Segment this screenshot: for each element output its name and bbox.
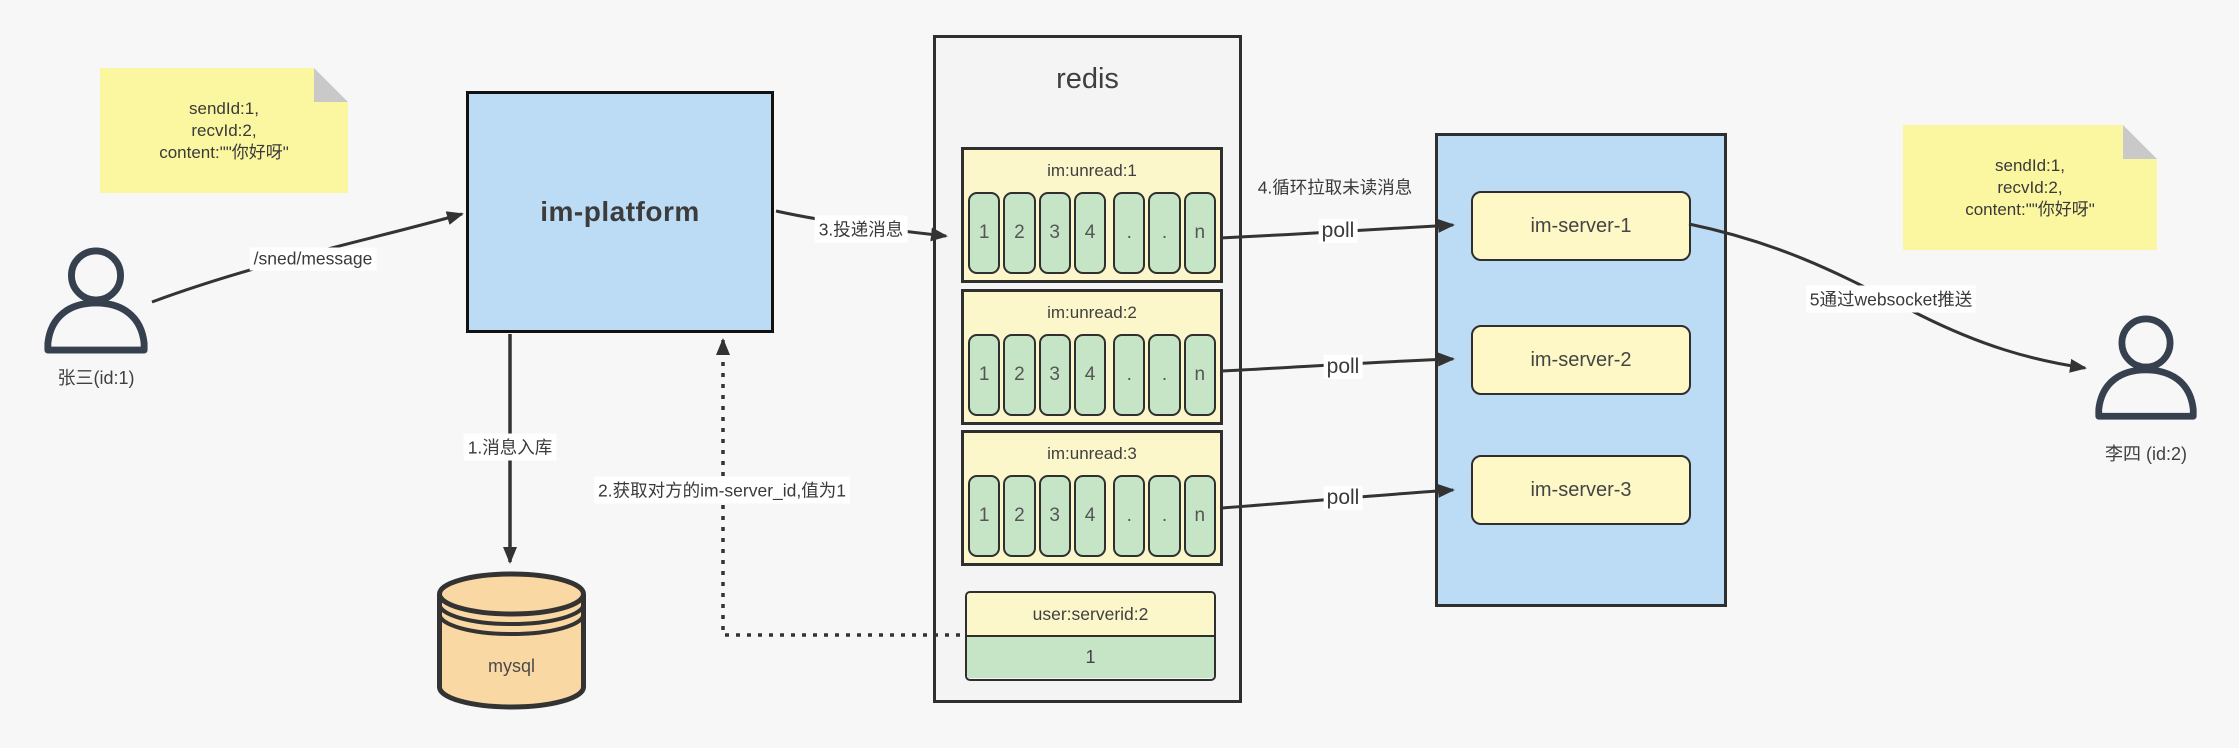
note-line: recvId:2, [1997, 177, 2063, 197]
redis-container: redis im:unread:1 1 2 3 4 . . n im:unrea… [933, 35, 1242, 703]
note-line: content:""你好呀" [1965, 199, 2095, 219]
receiver-label: 李四 (id:2) [2104, 444, 2187, 464]
note-line: sendId:1, [1995, 155, 2065, 175]
edge-label-step5: 5通过websocket推送 [1805, 285, 1977, 313]
queue-cell: n [1183, 192, 1216, 274]
redis-queue-unread-1: im:unread:1 1 2 3 4 . . n [961, 147, 1223, 283]
im-server-3-box: im-server-3 [1471, 455, 1691, 525]
queue-cell: . [1113, 475, 1146, 557]
edge-label-step4: 4.循环拉取未读消息 [1257, 177, 1413, 198]
note-line: recvId:2, [191, 120, 257, 140]
queue-cell: . [1113, 334, 1146, 416]
note-fold-corner [314, 68, 348, 102]
im-platform-label: im-platform [540, 196, 700, 227]
queue-cells: 1 2 3 4 . . n [964, 334, 1220, 416]
queue-cell: . [1148, 192, 1181, 274]
edge-label-step3: 3.投递消息 [814, 215, 908, 243]
queue-cell: 1 [968, 475, 1001, 557]
queue-cell: 4 [1073, 475, 1107, 557]
user-serverid-box: user:serverid:2 1 [965, 591, 1216, 681]
queue-cell: . [1148, 475, 1181, 557]
queue-cell: 2 [1003, 192, 1036, 274]
edge-label-step2: 2.获取对方的im-server_id,值为1 [594, 476, 850, 504]
redis-queue-unread-3: im:unread:3 1 2 3 4 . . n [961, 430, 1223, 566]
queue-cells: 1 2 3 4 . . n [964, 475, 1220, 557]
queue-header: im:unread:3 [1047, 444, 1137, 463]
queue-header: im:unread:2 [1047, 303, 1137, 322]
im-server-group-container: im-server-1 im-server-2 im-server-3 [1435, 133, 1727, 607]
im-platform-box: im-platform [466, 91, 774, 333]
queue-cell: 4 [1073, 334, 1107, 416]
redis-queue-unread-2: im:unread:2 1 2 3 4 . . n [961, 289, 1223, 425]
note-line: content:""你好呀" [159, 142, 289, 162]
queue-header: im:unread:1 [1047, 161, 1137, 180]
edge-label-poll-1: poll [1318, 219, 1358, 243]
sender-label: 张三(id:1) [57, 368, 135, 388]
queue-cell: 3 [1038, 475, 1071, 557]
note-fold-corner [2123, 125, 2157, 159]
queue-cells: 1 2 3 4 . . n [964, 192, 1220, 274]
sticky-note-receiver: sendId:1, recvId:2, content:""你好呀" [1903, 125, 2157, 250]
queue-cell: 1 [968, 192, 1001, 274]
user-serverid-value: 1 [967, 637, 1214, 678]
receiver-person-icon [2090, 314, 2202, 422]
sender-person-icon [38, 246, 154, 356]
queue-cell: 2 [1003, 334, 1036, 416]
edge-label-poll-3: poll [1323, 486, 1363, 510]
edge-label-poll-2: poll [1323, 355, 1363, 379]
queue-cell: n [1183, 334, 1216, 416]
queue-cell: . [1148, 334, 1181, 416]
queue-cell: 4 [1073, 192, 1107, 274]
queue-cell: 1 [968, 334, 1001, 416]
note-line: sendId:1, [189, 98, 259, 118]
edge-label-send: /sned/message [249, 247, 377, 271]
queue-cell: 2 [1003, 475, 1036, 557]
mysql-label: mysql [487, 656, 535, 676]
queue-cell: . [1113, 192, 1146, 274]
im-server-1-box: im-server-1 [1471, 191, 1691, 261]
user-serverid-key: user:serverid:2 [967, 593, 1214, 637]
edge-label-step1: 1.消息入库 [463, 433, 557, 461]
im-server-2-box: im-server-2 [1471, 325, 1691, 395]
sticky-note-sender: sendId:1, recvId:2, content:""你好呀" [100, 68, 348, 193]
queue-cell: n [1183, 475, 1216, 557]
redis-title: redis [1056, 63, 1119, 95]
queue-cell: 3 [1038, 192, 1071, 274]
queue-cell: 3 [1038, 334, 1071, 416]
mysql-database-icon: mysql [433, 568, 590, 713]
